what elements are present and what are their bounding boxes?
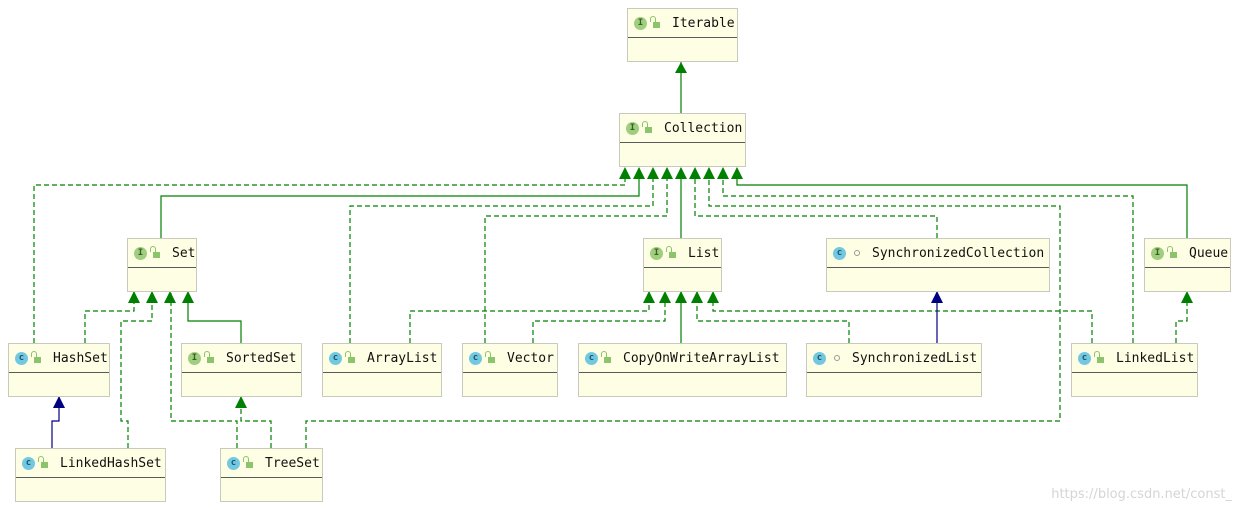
edge-treeset-set bbox=[170, 292, 238, 448]
node-synchronized-collection[interactable]: c SynchronizedCollection bbox=[826, 238, 1050, 292]
node-list[interactable]: I List bbox=[643, 238, 722, 292]
lock-icon bbox=[31, 351, 41, 363]
node-label: CopyOnWriteArrayList bbox=[623, 350, 780, 366]
class-icon: c bbox=[1078, 351, 1091, 365]
interface-icon: I bbox=[634, 16, 647, 30]
node-linkedlist[interactable]: c LinkedList bbox=[1071, 343, 1198, 397]
lock-icon bbox=[642, 121, 652, 133]
node-label: ArrayList bbox=[367, 350, 438, 366]
class-icon: c bbox=[585, 351, 598, 365]
edge-hashset-collection bbox=[33, 168, 626, 343]
node-set[interactable]: I Set bbox=[127, 238, 197, 292]
package-private-icon bbox=[854, 250, 860, 256]
lock-icon bbox=[1094, 351, 1104, 363]
lock-icon bbox=[666, 246, 676, 258]
lock-icon bbox=[650, 16, 660, 28]
edge-vector-collection bbox=[484, 168, 668, 343]
class-icon: c bbox=[227, 456, 240, 470]
edge-queue-collection bbox=[736, 168, 1188, 238]
node-collection[interactable]: I Collection bbox=[619, 113, 746, 167]
edge-linkedlist-list bbox=[712, 292, 1093, 343]
edge-hashset-set bbox=[84, 292, 135, 343]
node-label: Collection bbox=[664, 120, 743, 136]
node-sortedset[interactable]: I SortedSet bbox=[181, 343, 302, 397]
watermark: https://blog.csdn.net/const_ bbox=[1051, 487, 1232, 502]
node-label: SynchronizedList bbox=[852, 350, 978, 366]
edge-treeset-sortedset bbox=[240, 397, 272, 448]
lock-icon bbox=[485, 351, 495, 363]
class-icon: c bbox=[15, 351, 28, 365]
node-hashset[interactable]: c HashSet bbox=[8, 343, 110, 397]
node-label: LinkedHashSet bbox=[60, 455, 162, 471]
edge-arraylist-list bbox=[409, 292, 650, 343]
edge-linkedlist-queue bbox=[1175, 292, 1188, 343]
edge-linkedhashset-set bbox=[120, 292, 153, 448]
interface-icon: I bbox=[134, 246, 147, 260]
interface-icon: I bbox=[1151, 246, 1164, 260]
edge-arraylist-collection bbox=[349, 168, 654, 343]
lock-icon bbox=[345, 351, 355, 363]
lock-icon bbox=[243, 456, 253, 468]
lock-icon bbox=[204, 351, 214, 363]
edge-treeset-collection bbox=[305, 168, 1061, 448]
lock-icon bbox=[150, 246, 160, 258]
node-label: Queue bbox=[1189, 245, 1229, 261]
node-label: TreeSet bbox=[265, 455, 320, 471]
edge-sortedset-set bbox=[187, 292, 242, 343]
node-label: List bbox=[688, 245, 720, 261]
node-queue[interactable]: I Queue bbox=[1144, 238, 1231, 292]
class-icon: c bbox=[813, 351, 826, 365]
class-icon: c bbox=[22, 456, 35, 470]
edge-linkedhashset-hashset bbox=[51, 397, 60, 448]
edge-vector-list bbox=[532, 292, 666, 343]
node-label: LinkedList bbox=[1116, 350, 1195, 366]
interface-icon: I bbox=[650, 246, 663, 260]
node-label: HashSet bbox=[53, 350, 108, 366]
node-label: Vector bbox=[507, 350, 554, 366]
node-copyonwritearraylist[interactable]: c CopyOnWriteArrayList bbox=[578, 343, 787, 397]
node-linkedhashset[interactable]: c LinkedHashSet bbox=[15, 448, 166, 502]
arrowheads bbox=[128, 167, 1193, 408]
node-iterable[interactable]: I Iterable bbox=[627, 8, 738, 62]
edge-linkedlist-collection bbox=[722, 168, 1134, 343]
class-icon: c bbox=[833, 246, 846, 260]
class-icon: c bbox=[329, 351, 342, 365]
edge-synccoll-collection bbox=[694, 168, 938, 238]
lock-icon bbox=[1167, 246, 1177, 258]
package-private-icon bbox=[834, 355, 840, 361]
node-synchronized-list[interactable]: c SynchronizedList bbox=[806, 343, 982, 397]
node-label: SortedSet bbox=[226, 350, 297, 366]
node-vector[interactable]: c Vector bbox=[462, 343, 558, 397]
lock-icon bbox=[601, 351, 611, 363]
node-treeset[interactable]: c TreeSet bbox=[220, 448, 323, 502]
node-label: Set bbox=[172, 245, 196, 261]
node-label: Iterable bbox=[672, 15, 735, 31]
class-icon: c bbox=[469, 351, 482, 365]
lock-icon bbox=[38, 456, 48, 468]
edge-set-collection bbox=[160, 168, 640, 238]
edge-synclist-list bbox=[696, 292, 850, 343]
node-arraylist[interactable]: c ArrayList bbox=[322, 343, 442, 397]
interface-icon: I bbox=[188, 351, 201, 365]
interface-icon: I bbox=[626, 121, 639, 135]
node-label: SynchronizedCollection bbox=[872, 245, 1045, 261]
